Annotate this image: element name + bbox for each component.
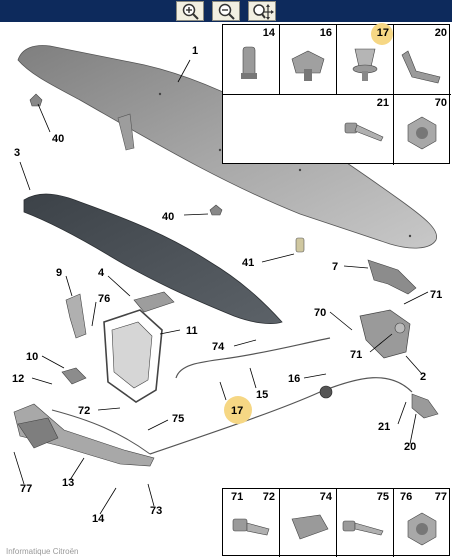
cable-grommet-16 [319,385,333,399]
release-cable-15 [175,337,331,379]
clip-74-icon [291,514,329,540]
legend-cell-70[interactable]: 70 [394,95,451,165]
viewer-toolbar [0,0,452,22]
callout-73[interactable]: 73 [150,505,162,517]
callout-70[interactable]: 70 [314,307,326,319]
zoom-out-button[interactable] [212,1,240,21]
legend-top: 14 16 17 20 21 70 [222,23,451,165]
pan-button[interactable] [248,1,276,21]
zoom-in-button[interactable] [176,1,204,21]
callout-76[interactable]: 76 [98,293,110,305]
callout-4[interactable]: 4 [98,267,105,279]
magnifier-move-icon [253,4,274,20]
legend-cell-76-77[interactable]: 76 77 [394,489,451,557]
clip-40-left [29,93,43,107]
callout-12[interactable]: 12 [12,373,24,385]
callout-10[interactable]: 10 [26,351,38,363]
callout-1[interactable]: 1 [192,45,198,57]
release-handle-10 [61,367,87,385]
callout-40[interactable]: 40 [162,211,174,223]
callout-2[interactable]: 2 [420,371,426,383]
screw-21-icon [344,122,384,142]
bolt-71-icon [232,518,270,536]
nut-70-icon [407,116,437,150]
bonnet-hinge-bracket [117,113,135,151]
magnifier-minus-icon [218,3,235,20]
grommet-16-icon [291,50,325,81]
bracket-4 [133,291,175,313]
callout-13[interactable]: 13 [62,477,74,489]
callout-20[interactable]: 20 [404,441,416,453]
callout-21[interactable]: 21 [378,421,390,433]
nut-77-icon [407,512,437,546]
legend-cell-20[interactable]: 20 [394,25,451,95]
callout-11[interactable]: 11 [186,325,198,337]
release-cable-lower [149,377,413,455]
latch-bracket-7 [367,259,417,295]
callout-71[interactable]: 71 [350,349,362,361]
legend-cell-74[interactable]: 74 [280,489,337,557]
callout-71[interactable]: 71 [430,289,442,301]
magnifier-plus-icon [182,3,199,20]
legend-cell-75[interactable]: 75 [337,489,394,557]
screw-75-icon [342,520,384,536]
legend-cell-16[interactable]: 16 [280,25,337,95]
callout-16[interactable]: 16 [288,373,300,385]
callout-72[interactable]: 72 [78,405,90,417]
footer-text: Informatique Citroën [6,547,79,556]
callout-14[interactable]: 14 [92,513,105,525]
callout-75[interactable]: 75 [172,413,184,425]
callout-15[interactable]: 15 [256,389,268,401]
bonnet-insulation-liner [23,193,283,324]
clip-17-icon [352,48,378,81]
callout-74[interactable]: 74 [212,341,225,353]
legend-cell-21[interactable]: 21 [337,95,394,165]
callout-3[interactable]: 3 [14,147,20,159]
callout-40[interactable]: 40 [52,133,64,145]
bonnet-lock-2 [359,309,411,359]
catch-20-icon [401,50,441,84]
clip-14-icon [241,46,257,79]
legend-cell-14[interactable]: 14 [223,25,280,95]
callout-77[interactable]: 77 [20,483,32,495]
callout-7[interactable]: 7 [332,261,338,273]
lock-carrier-11 [103,309,163,403]
bracket-9 [65,293,87,339]
callout-41[interactable]: 41 [242,257,254,269]
highlight-17 [371,23,393,45]
buffer-41 [295,237,305,253]
safety-catch-20 [411,393,439,419]
legend-cell-71-72[interactable]: 71 72 [223,489,280,557]
legend-bottom: 71 72 74 75 76 77 [222,488,451,557]
clip-40-mid [209,204,223,216]
highlight-callout-17 [224,396,252,424]
callout-17[interactable]: 17 [231,405,243,417]
legend-cell-17[interactable]: 17 [337,23,394,95]
callout-9[interactable]: 9 [56,267,62,279]
